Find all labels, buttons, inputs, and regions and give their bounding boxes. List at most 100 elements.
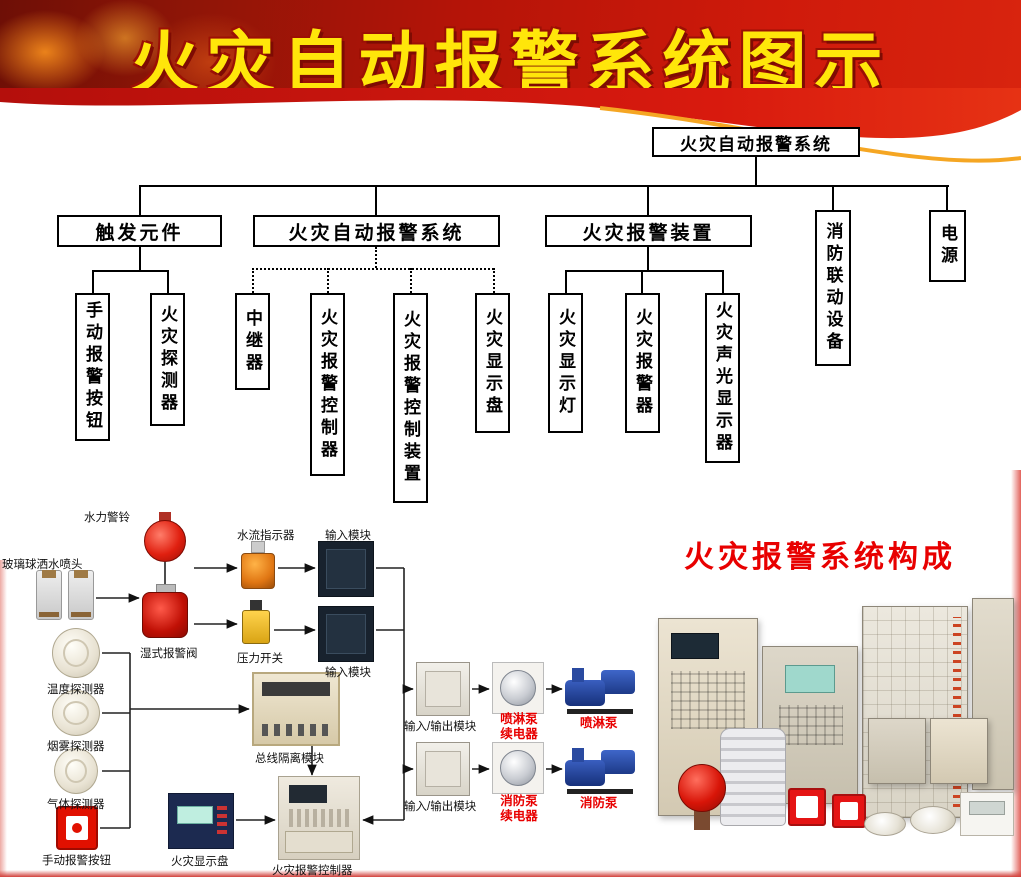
pump-port	[572, 668, 584, 682]
call-point-window	[840, 802, 858, 820]
tree-box-manual-button: 手动报警按钮	[75, 293, 110, 441]
firefighters-image	[0, 0, 320, 92]
pump-base	[567, 789, 633, 794]
fire-display-panel-icon	[168, 793, 234, 849]
water-flow-indicator-icon	[240, 541, 276, 593]
wet-alarm-valve-icon	[142, 584, 192, 642]
connector-dotted	[327, 268, 329, 293]
water-alarm-bell-icon	[142, 512, 188, 562]
page-edge-left	[0, 560, 7, 877]
flow-connectors	[96, 562, 563, 829]
banner-swoosh	[0, 88, 1021, 163]
tree-box-sound-light-display: 火灾声光显示器	[705, 293, 740, 463]
detector-ring	[65, 759, 87, 783]
pump-body	[565, 760, 605, 786]
label-fire-alarm-controller: 火灾报警控制器	[272, 865, 353, 877]
panel-screen	[969, 801, 1005, 815]
gas-detector-icon	[54, 748, 98, 794]
pump-base	[567, 709, 633, 714]
indicator-head	[251, 541, 265, 553]
bell-gong	[678, 764, 726, 812]
connector	[641, 270, 643, 293]
pump-motor	[601, 750, 635, 774]
spray-pump-icon	[565, 668, 637, 714]
connector	[722, 270, 724, 293]
connector	[946, 185, 948, 210]
bell-stand	[694, 810, 710, 830]
bell-bracket	[159, 512, 171, 522]
tree-box-fire-indicator-light: 火灾显示灯	[548, 293, 583, 433]
connector	[832, 185, 834, 210]
label-water-alarm-bell: 水力警铃	[84, 512, 130, 524]
sprinkler-head-icon	[36, 570, 62, 620]
module-face	[326, 614, 366, 654]
label-spray-pump: 喷淋泵	[580, 716, 618, 730]
bell-gong	[144, 520, 186, 562]
banner: 火灾自动报警系统图示	[0, 0, 1021, 102]
label-manual-call-point: 手动报警按钮	[42, 855, 111, 867]
tree-box-fire-alarm: 火灾报警器	[625, 293, 660, 433]
section-title-system-composition: 火灾报警系统构成	[684, 541, 956, 574]
input-module-icon	[318, 606, 374, 662]
connector-dotted	[252, 268, 254, 293]
connector	[167, 270, 169, 293]
label-io-module-1: 输入/输出模块	[404, 721, 477, 733]
indicator-body	[241, 553, 275, 589]
equipment-photo-montage	[650, 588, 1018, 868]
connector	[139, 185, 949, 187]
module-box-photo-2	[930, 718, 988, 784]
display-buttons	[217, 806, 227, 834]
label-io-module-2: 输入/输出模块	[404, 801, 477, 813]
fire-alarm-controller-icon	[278, 776, 360, 860]
sprinkler-head-icon	[68, 570, 94, 620]
label-fire-pump-relay: 消防泵 续电器	[500, 794, 538, 823]
module-terminals	[262, 724, 330, 736]
module-face	[425, 751, 461, 787]
connector	[92, 270, 94, 293]
fire-pump-relay-icon	[492, 742, 544, 794]
temperature-detector-icon	[52, 628, 100, 678]
connector	[139, 247, 141, 270]
detector-ring	[63, 639, 89, 667]
fire-pump-icon	[565, 748, 637, 794]
label-temperature-detector: 温度探测器	[47, 684, 105, 696]
page-edge-right	[1011, 470, 1021, 877]
label-bus-isolation-module: 总线隔离模块	[255, 753, 324, 765]
tree-box-alarm-devices: 火灾报警装置	[545, 215, 752, 247]
connector-dotted	[375, 247, 377, 268]
call-point-button	[72, 823, 82, 833]
tree-box-root: 火灾自动报警系统	[652, 127, 860, 157]
tree-box-auto-alarm-system: 火灾自动报警系统	[253, 215, 500, 247]
control-panel-photo-3	[862, 606, 968, 818]
tree-box-linkage-equipment: 消防联动设备	[815, 210, 851, 366]
label-gas-detector: 气体探测器	[47, 799, 105, 811]
label-fire-display-panel: 火灾显示盘	[171, 856, 229, 868]
panel-screen	[785, 665, 835, 693]
tree-box-alarm-controller: 火灾报警控制器	[310, 293, 345, 476]
alarm-bell-photo	[674, 758, 730, 830]
page-edge-bottom	[0, 870, 1021, 877]
smoke-detector-icon	[52, 690, 100, 736]
relay-disc	[500, 670, 536, 706]
sprinkler-deflector	[71, 612, 91, 617]
panel-led-column	[953, 617, 961, 807]
tree-box-trigger-components: 触发元件	[57, 215, 222, 247]
label-input-module-2: 输入模块	[325, 667, 371, 679]
label-spray-pump-relay: 喷淋泵 续电器	[500, 712, 538, 741]
sprinkler-deflector	[39, 612, 59, 617]
connector	[139, 185, 141, 215]
panel-keypad	[779, 705, 843, 745]
sprinkler-pipe	[74, 570, 88, 578]
manual-call-point-photo-1	[788, 788, 826, 826]
tree-box-repeater: 中继器	[235, 293, 270, 390]
label-pressure-switch: 压力开关	[237, 653, 283, 665]
panel-screen	[671, 633, 719, 659]
smoke-detector-photo-2	[910, 806, 956, 834]
controller-keys	[289, 809, 349, 827]
repeater-panel-photo	[960, 792, 1014, 836]
pump-body	[565, 680, 605, 706]
tree-box-fire-detector: 火灾探测器	[150, 293, 185, 426]
relay-disc	[500, 750, 536, 786]
module-box-photo-1	[868, 718, 926, 784]
module-strip	[262, 682, 330, 696]
